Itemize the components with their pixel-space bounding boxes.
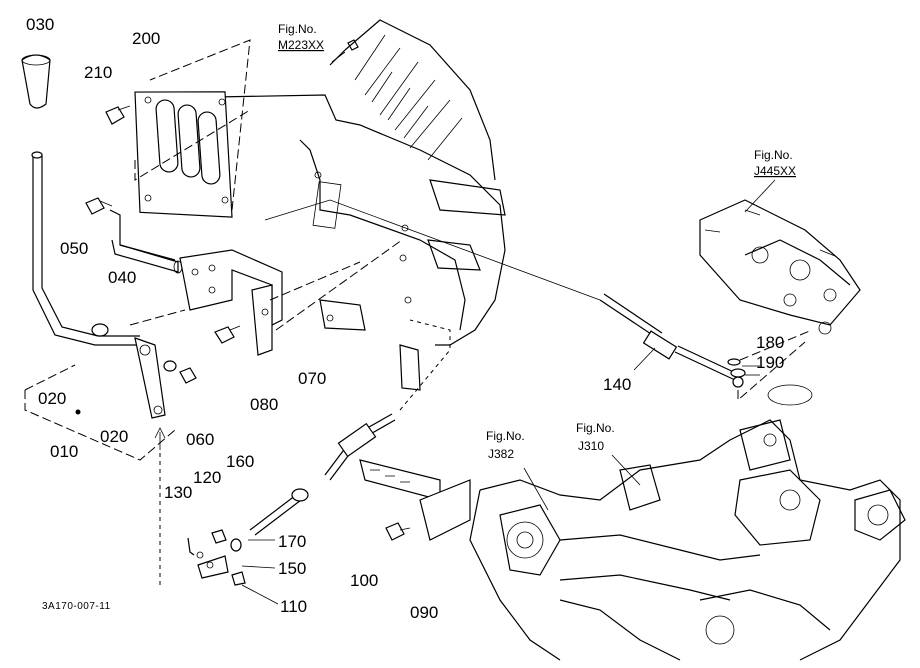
washer-180 — [727, 358, 741, 366]
part-label-100: 100 — [350, 571, 378, 590]
svg-text:Fig.No.: Fig.No. — [754, 148, 793, 162]
part-label-140: 140 — [603, 375, 631, 394]
bracket-090 — [359, 459, 471, 541]
lever-group-bracket — [24, 364, 176, 461]
fig-ref-j310: Fig.No. J310 — [576, 421, 615, 453]
part-label-020-b: 020 — [100, 427, 128, 446]
part-label-040: 040 — [108, 268, 136, 287]
lower-cable — [249, 413, 396, 536]
part-label-170: 170 — [278, 532, 306, 551]
svg-text:M223XX: M223XX — [278, 38, 324, 52]
part-label-060: 060 — [186, 430, 214, 449]
washer-190 — [730, 368, 746, 378]
fig-ref-j445: Fig.No. J445XX — [754, 148, 796, 178]
part-label-010: 010 — [50, 442, 78, 461]
bolt-050 — [85, 197, 113, 215]
part-label-050: 050 — [60, 239, 88, 258]
svg-text:Fig.No.: Fig.No. — [278, 22, 317, 36]
part-label-110: 110 — [280, 597, 307, 616]
nut-060 — [163, 360, 197, 384]
knob-030 — [21, 54, 51, 109]
part-label-120: 120 — [193, 468, 221, 487]
part-label-090: 090 — [410, 603, 438, 622]
bolt-080 — [214, 325, 241, 344]
bolt-100 — [385, 522, 411, 541]
part-label-160: 160 — [226, 452, 254, 471]
part-label-200: 200 — [132, 29, 160, 48]
gate-plate-200 — [134, 91, 233, 218]
svg-text:J445XX: J445XX — [754, 164, 796, 178]
svg-text:J310: J310 — [578, 439, 604, 453]
fender-body — [139, 19, 506, 391]
leader-070 — [129, 239, 403, 331]
drawing-code: 3A170-007-11 — [42, 601, 111, 612]
part-label-190: 190 — [756, 353, 784, 372]
part-label-080: 080 — [250, 395, 278, 414]
part-label-020-a: 020 — [38, 389, 66, 408]
shaft-040 — [109, 209, 183, 274]
fig-ref-m223: Fig.No. M223XX — [278, 22, 324, 52]
part-label-150: 150 — [278, 559, 306, 578]
linkage-parts — [187, 529, 246, 586]
hydraulic-valve — [699, 199, 861, 335]
fig-ref-j382: Fig.No. J382 — [486, 429, 525, 461]
o-ring — [767, 384, 813, 406]
shift-lever-010 — [31, 151, 166, 419]
leader-j382 — [523, 467, 549, 511]
leader-200 — [134, 39, 251, 211]
leader-valve — [737, 329, 813, 402]
part-leaders — [241, 347, 760, 605]
leader-j310 — [611, 454, 641, 486]
part-label-130: 130 — [164, 483, 192, 502]
lower-cable-guide — [159, 319, 451, 585]
arrow-up — [154, 427, 166, 450]
leader-m223 — [331, 51, 346, 63]
svg-text:Fig.No.: Fig.No. — [486, 429, 525, 443]
part-label-070: 070 — [298, 369, 326, 388]
leader-j445 — [744, 179, 776, 213]
svg-text:Fig.No.: Fig.No. — [576, 421, 615, 435]
bracket-070 — [179, 249, 283, 356]
control-cable-140 — [264, 199, 744, 388]
svg-text:J382: J382 — [488, 447, 514, 461]
part-label-030: 030 — [26, 15, 54, 34]
part-label-180: 180 — [756, 333, 784, 352]
part-label-210: 210 — [84, 63, 112, 82]
bolt-210 — [105, 105, 131, 125]
transmission-housing — [469, 419, 906, 661]
